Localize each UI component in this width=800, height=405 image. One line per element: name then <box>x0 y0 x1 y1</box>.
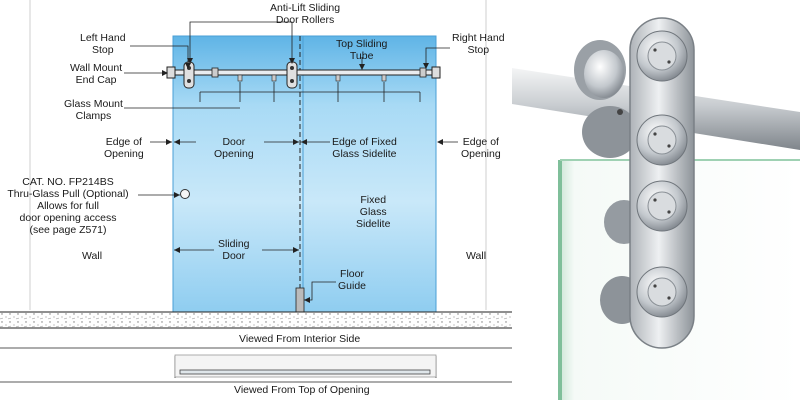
diagram-drawing <box>0 0 512 383</box>
arrowheads <box>162 58 443 303</box>
top-view-tube <box>179 369 431 375</box>
roller-hardware-illustration <box>512 0 800 400</box>
left-hand-stop <box>211 67 219 78</box>
door-roller-right <box>286 61 298 89</box>
label-wall-right: Wall <box>466 250 487 262</box>
label-wall-left: Wall <box>82 250 103 262</box>
floor-guide <box>295 287 305 313</box>
floor-section <box>0 312 512 328</box>
end-cap-right <box>431 66 441 79</box>
glass-mount-clamps <box>237 74 387 82</box>
sliding-glass-panel <box>172 35 304 313</box>
end-cap-left <box>166 66 176 79</box>
right-hand-stop <box>419 67 427 78</box>
caption-top-view: Viewed From Top of Opening <box>234 384 370 396</box>
roller-hardware-photo <box>512 0 800 400</box>
fixed-glass-panel <box>299 35 437 313</box>
caption-interior-view: Viewed From Interior Side <box>239 333 361 345</box>
thru-glass-pull <box>180 189 190 199</box>
